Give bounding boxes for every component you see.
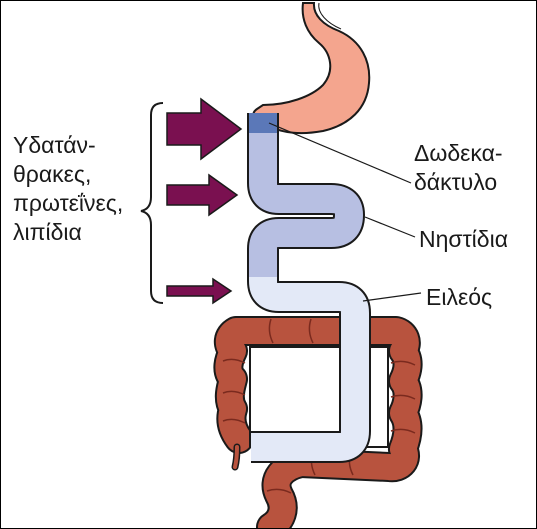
- nutrients-line-1: Υδατάν-: [13, 131, 148, 160]
- arrow-large: [167, 99, 241, 159]
- arrow-medium: [167, 175, 237, 215]
- nutrients-line-3: πρωτεΐνες,: [13, 189, 148, 218]
- duodenum-line-2: δάκτυλο: [414, 168, 503, 197]
- duodenum-line-1: Δωδεκα-: [414, 139, 503, 168]
- nutrients-line-2: θρακες,: [13, 160, 148, 189]
- duodenum-label: Δωδεκα- δάκτυλο: [414, 139, 503, 197]
- absorption-arrows: [167, 99, 241, 303]
- arrow-small: [167, 279, 231, 303]
- ileum-label: Ειλεός: [426, 283, 492, 312]
- colon: [223, 319, 415, 527]
- nutrients-label: Υδατάν- θρακες, πρωτεΐνες, λιπίδια: [13, 131, 148, 247]
- jejunum-label: Νηστίδια: [419, 225, 508, 254]
- nutrients-line-4: λιπίδια: [13, 218, 148, 247]
